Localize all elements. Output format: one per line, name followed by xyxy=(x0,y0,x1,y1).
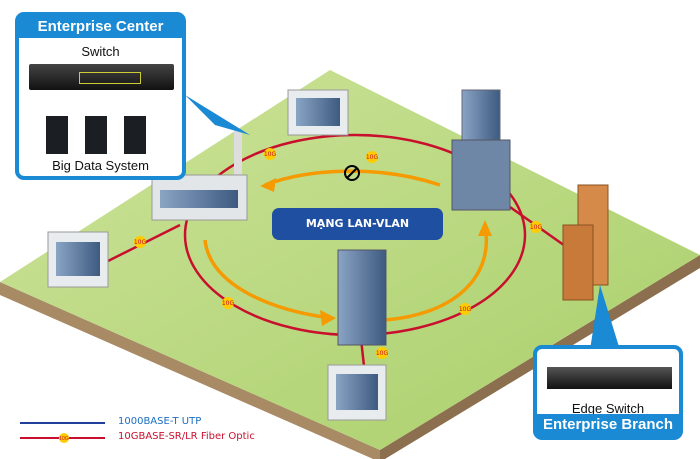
legend-badge: 10G xyxy=(59,436,69,442)
link-badge-text: 10G xyxy=(376,350,389,357)
building-top xyxy=(287,89,349,136)
link-badge-text: 10G xyxy=(222,300,235,307)
server-icon xyxy=(85,116,107,154)
factory xyxy=(151,130,248,221)
big-data-label: Big Data System xyxy=(52,158,149,173)
blocked-icon xyxy=(344,165,360,181)
enterprise-branch-callout: Edge Switch Enterprise Branch xyxy=(533,345,683,440)
link-badges: 10G 10G 10G 10G 10G 10G 10G xyxy=(134,148,543,359)
legend-utp-label: 1000BASE-T UTP xyxy=(118,416,202,427)
link-badge-text: 10G xyxy=(366,154,379,161)
enterprise-center-title: Enterprise Center xyxy=(19,16,182,38)
enterprise-branch-title: Enterprise Branch xyxy=(537,414,679,436)
legend-lines: 10G xyxy=(20,422,105,443)
server-icon xyxy=(46,116,68,154)
link-badge-text: 10G xyxy=(264,151,277,158)
enterprise-center-callout: Enterprise Center Switch Big Data System xyxy=(15,12,186,180)
branch-buildings xyxy=(562,184,609,301)
edge-switch-label: Edge Switch xyxy=(571,401,645,416)
switch-device xyxy=(29,64,174,90)
link-badge-text: 10G xyxy=(530,224,543,231)
legend-fiber-label: 10GBASE-SR/LR Fiber Optic xyxy=(118,431,255,442)
network-label: MẠNG LAN-VLAN xyxy=(272,208,443,240)
link-badge-text: 10G xyxy=(459,306,472,313)
switch-label: Switch xyxy=(81,44,120,59)
tower-right xyxy=(451,89,511,211)
link-badge-text: 10G xyxy=(134,239,147,246)
edge-switch-device xyxy=(547,367,672,389)
orange-ring xyxy=(203,169,489,322)
callout-pointers xyxy=(185,95,620,350)
server-icon xyxy=(124,116,146,154)
ring-arrows xyxy=(260,178,492,326)
building-bottom xyxy=(327,364,387,421)
tower-center xyxy=(337,249,387,346)
building-left xyxy=(47,231,109,288)
